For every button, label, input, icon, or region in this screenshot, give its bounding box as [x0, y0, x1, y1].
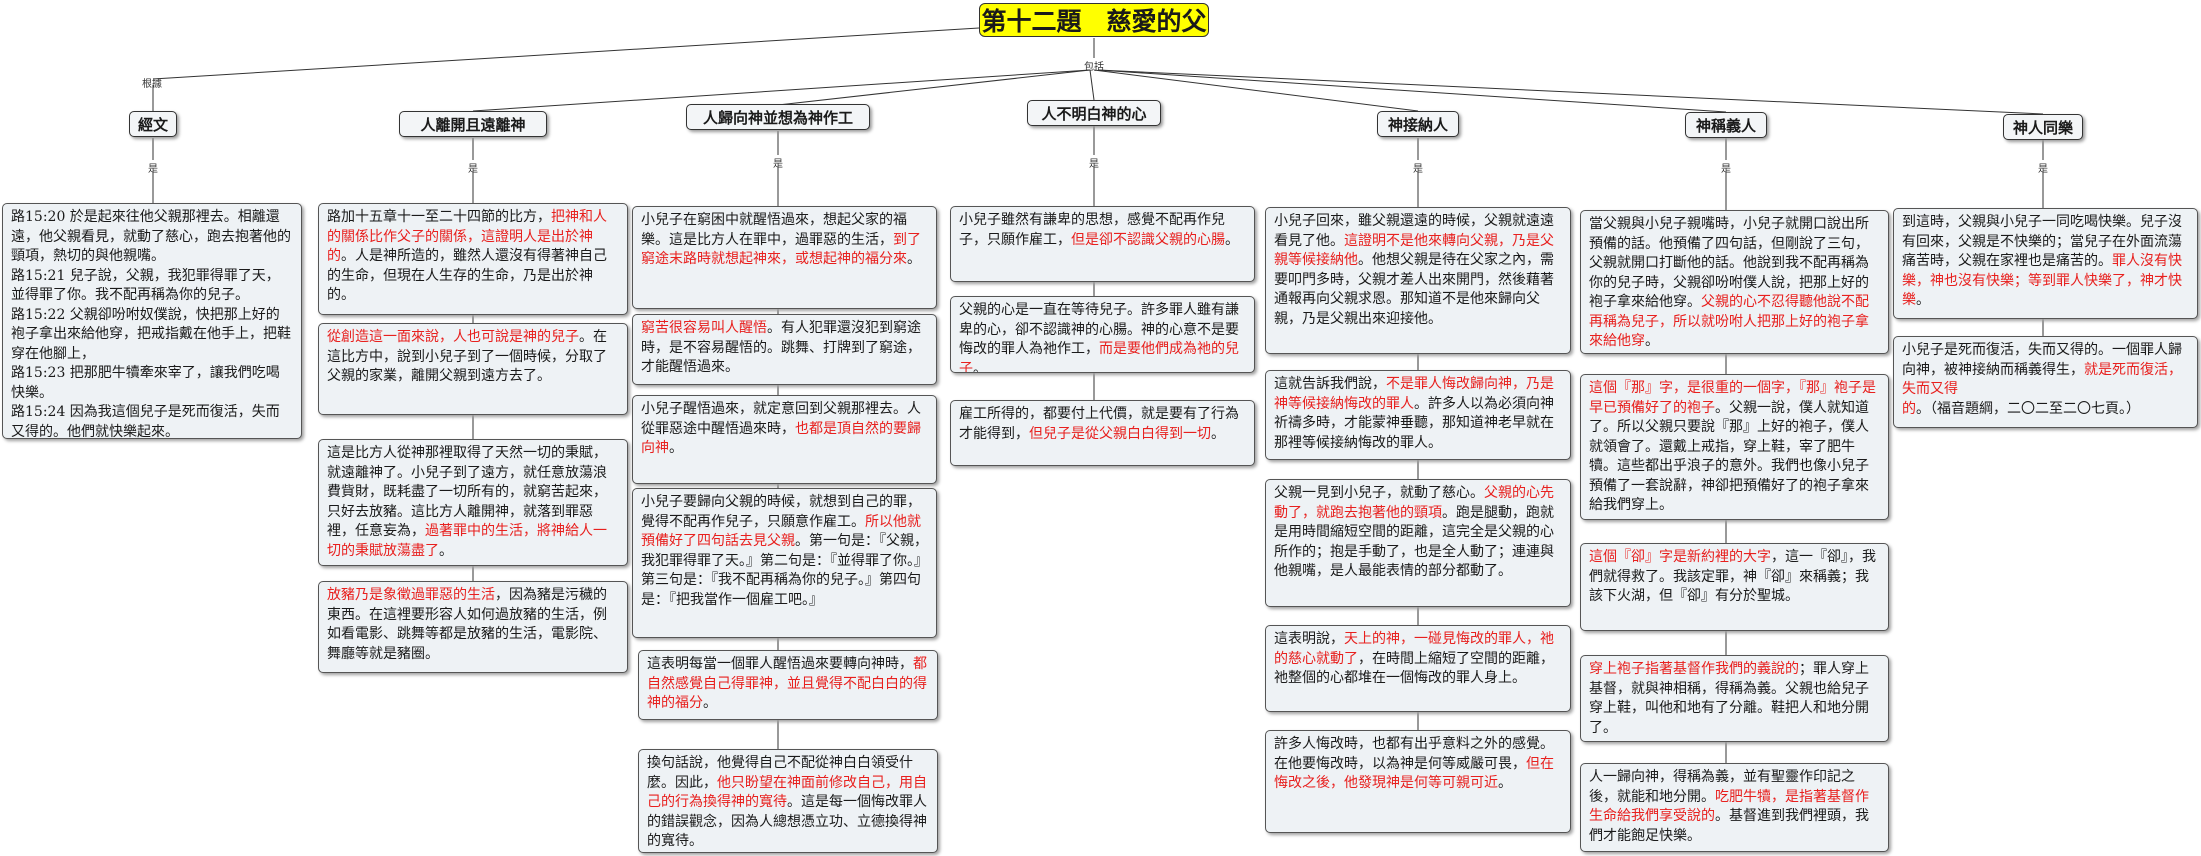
note-box: 這個『卻』字是新約裡的大字，這一『卻』，我們就得救了。我該定罪，神『卻』來稱義；…: [1580, 543, 1889, 631]
label-is: 是: [2038, 164, 2048, 175]
scripture-box: 路15:20 於是起來往他父親那裡去。相離還遠，他父親看見，就動了慈心，跑去抱著…: [2, 203, 302, 439]
note-box: 放豬乃是象徵過罪惡的生活，因為豬是污穢的東西。在這裡要形容人如何過放豬的生活，例…: [318, 581, 628, 673]
topic-rejoice-together: 神人同樂: [2003, 114, 2083, 140]
label-is: 是: [468, 164, 478, 175]
note-box: 小兒子是死而復活，失而又得的。一個罪人歸向神，被神接納而稱義得生，就是死而復活，…: [1893, 336, 2198, 428]
label-is: 是: [1089, 159, 1099, 170]
note-box: 這個『那』字，是很重的一個字，『那』袍子是早已預備好了的袍子。父親一說，僕人就知…: [1580, 374, 1889, 520]
note-box: 雇工所得的，都要付上代價，就是要有了行為才能得到，但兒子是從父親白白得到一切。: [950, 400, 1255, 466]
note-box: 窮苦很容易叫人醒悟。有人犯罪還沒犯到窮途時，是不容易醒悟的。跳舞、打牌到了窮途，…: [632, 314, 937, 385]
note-box: 小兒子在窮困中就醒悟過來，想起父家的福樂。這是比方人在罪中，過罪惡的生活，到了窮…: [632, 206, 937, 309]
label-basis: 根據: [142, 79, 162, 90]
topic-god-receives: 神接納人: [1377, 111, 1459, 137]
note-box: 父親一見到小兒子，就動了慈心。父親的心先動了，就跑去抱著他的頸項。跑是腿動，跑就…: [1265, 479, 1571, 607]
topic-man-not-know-gods-heart: 人不明白神的心: [1027, 100, 1161, 126]
note-box: 人一歸向神，得稱為義，並有聖靈作印記之後，就能和地分開。吃肥牛犢，是指著基督作生…: [1580, 763, 1889, 852]
label-includes: 包括: [1084, 62, 1104, 73]
note-box: 路加十五章十一至二十四節的比方，把神和人的關係比作父子的關係，這證明人是出於神的…: [318, 203, 628, 315]
note-box: 許多人悔改時，也都有出乎意料之外的感覺。在他要悔改時，以為神是何等威嚴可畏，但在…: [1265, 730, 1571, 833]
topic-scripture: 經文: [129, 111, 177, 137]
note-box: 換句話說，他覺得自己不配從神白白領受什麼。因此，他只盼望在神面前修改自己，用自己…: [638, 749, 938, 853]
note-box: 小兒子要歸向父親的時候，就想到自己的罪，覺得不配再作兒子，只願意作雇工。所以他就…: [632, 488, 937, 638]
label-is: 是: [773, 159, 783, 170]
topic-god-justifies: 神稱義人: [1685, 112, 1767, 138]
note-box: 到這時，父親與小兒子一同吃喝快樂。兒子沒有回來，父親是不快樂的；當兒子在外面流蕩…: [1893, 208, 2198, 319]
label-is: 是: [1413, 164, 1423, 175]
note-box: 父親的心是一直在等待兒子。許多罪人雖有謙卑的心，卻不認識神的心腸。神的心意不是要…: [950, 296, 1255, 373]
note-box: 這表明說，天上的神，一碰見悔改的罪人，祂的慈心就動了，在時間上縮短了空間的距離，…: [1265, 625, 1571, 712]
topic-man-returns: 人歸向神並想為神作工: [686, 104, 870, 130]
note-box: 小兒子回來，雖父親還遠的時候，父親就遠遠看見了他。這證明不是他來轉向父親，乃是父…: [1265, 207, 1571, 354]
note-box: 從創造這一面來說，人也可說是神的兒子。在這比方中，說到小兒子到了一個時候，分取了…: [318, 323, 628, 415]
label-is: 是: [148, 164, 158, 175]
note-box: 穿上袍子指著基督作我們的義說的；罪人穿上基督，就與神相稱，得稱為義。父親也給兒子…: [1580, 655, 1889, 742]
label-is: 是: [1721, 164, 1731, 175]
note-box: 這表明每當一個罪人醒悟過來要轉向神時，都自然感覺自己得罪神，並且覺得不配白白的得…: [638, 650, 938, 720]
note-box: 小兒子醒悟過來，就定意回到父親那裡去。人從罪惡途中醒悟過來時，也都是頂自然的要歸…: [632, 395, 937, 484]
note-box: 這是比方人從神那裡取得了天然一切的秉賦，就遠離神了。小兒子到了遠方，就任意放蕩浪…: [318, 439, 628, 566]
note-box: 小兒子雖然有謙卑的思想，感覺不配再作兒子，只願作雇工，但是卻不認識父親的心腸。: [950, 206, 1255, 282]
note-box: 當父親與小兒子親嘴時，小兒子就開口說出所預備的話。他預備了四句話，但剛說了三句，…: [1580, 210, 1889, 354]
topic-man-leaves-god: 人離開且遠離神: [399, 111, 547, 137]
map-title: 第十二題 慈愛的父: [979, 3, 1209, 37]
note-box: 這就告訴我們說，不是罪人悔改歸向神，乃是神等候接納悔改的罪人。許多人以為必須向神…: [1265, 370, 1571, 460]
